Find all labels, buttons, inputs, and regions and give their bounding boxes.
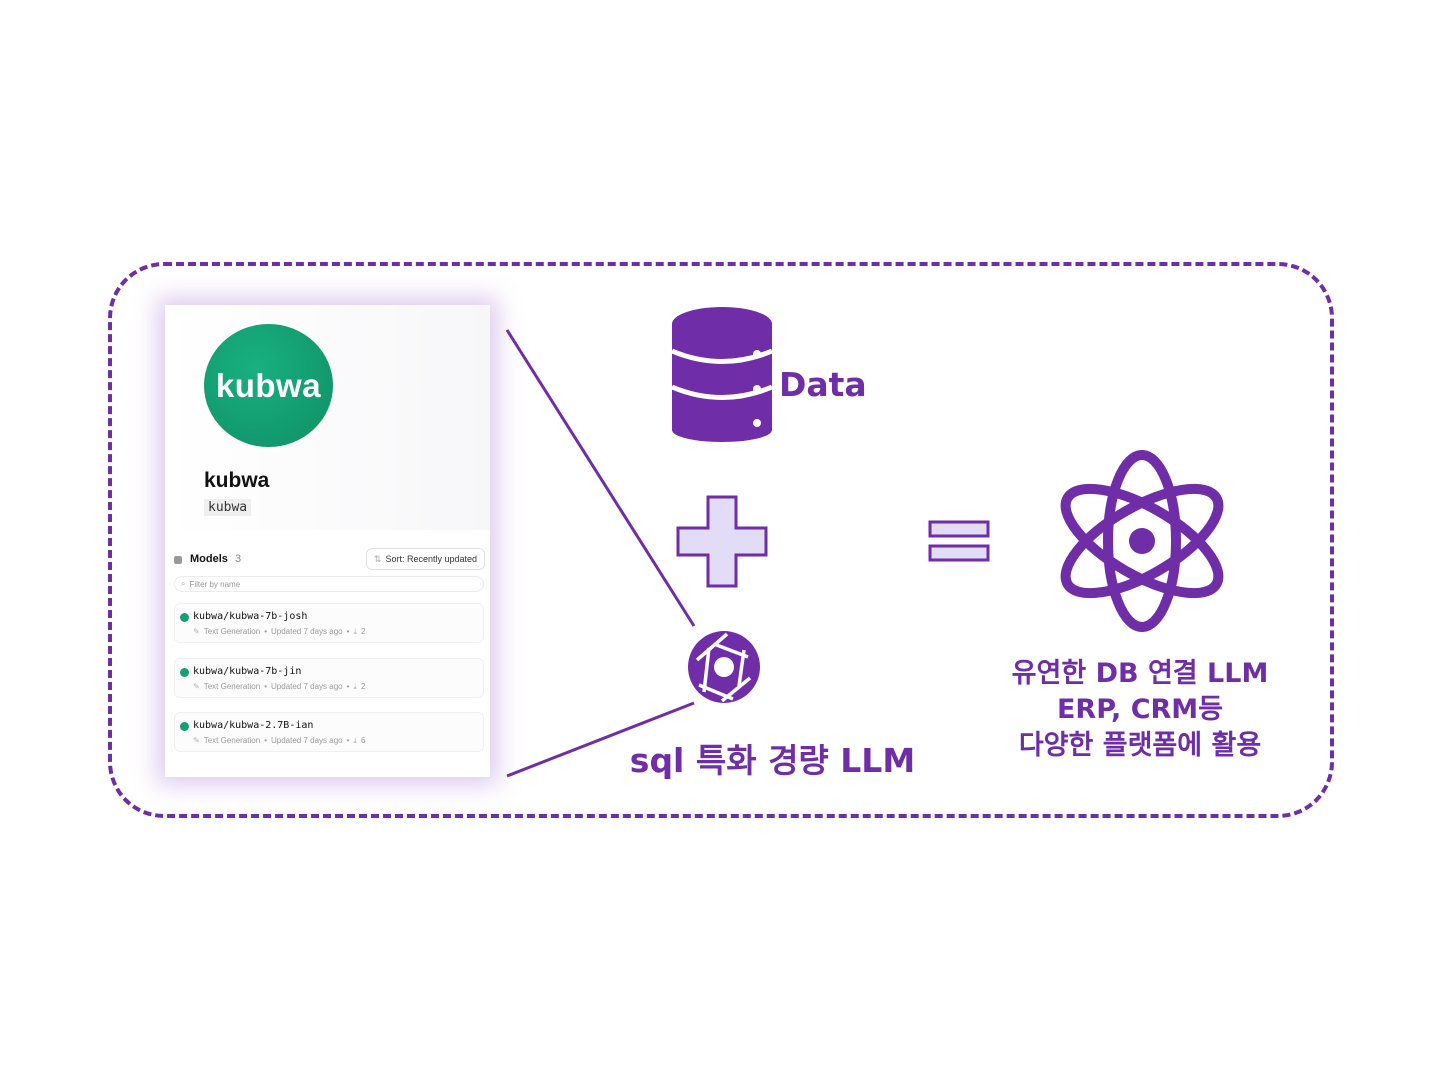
models-header: Models 3 ⇅ Sort: Recently updated [174,548,485,571]
models-title: Models [190,553,228,565]
model-task: Text Generation [203,736,261,745]
model-downloads: 2 [360,682,366,691]
kubwa-logo: kubwa [204,324,333,447]
model-task: Text Generation [203,682,261,691]
model-downloads: 6 [360,736,366,745]
model-row[interactable]: kubwa/kubwa-2.7B-ian ✎ Text Generation •… [174,712,484,752]
model-updated: Updated 7 days ago [271,736,343,745]
separator: • [264,627,267,636]
model-row[interactable]: kubwa/kubwa-7b-jin ✎ Text Generation • U… [174,658,484,698]
download-icon: ⤓ [353,627,357,636]
model-avatar [180,613,189,622]
result-line: 다양한 플랫폼에 활용 [1018,730,1262,761]
text-generation-icon: ✎ [193,682,200,691]
separator: • [346,736,350,745]
org-card: kubwa kubwa kubwa Models 3 ⇅ Sort: Recen… [165,305,490,777]
model-updated: Updated 7 days ago [271,627,343,636]
separator: • [264,682,267,691]
model-row[interactable]: kubwa/kubwa-7b-josh ✎ Text Generation • … [174,603,484,643]
download-icon: ⤓ [353,736,357,745]
org-name: kubwa [204,469,270,492]
atom-icon [1060,450,1224,632]
filter-placeholder: Filter by name [189,579,241,589]
text-generation-icon: ✎ [193,627,200,636]
connector-line-bottom [506,701,695,778]
model-name[interactable]: kubwa/kubwa-7b-jin [193,666,302,677]
text-generation-icon: ✎ [193,736,200,745]
separator: • [264,736,267,745]
sql-llm-label: sql 특화 경량 LLM [629,741,916,780]
sort-icon: ⇅ [373,553,382,564]
data-label: Data [779,365,867,404]
org-handle[interactable]: kubwa [204,499,252,516]
sort-label: Sort: Recently updated [385,554,477,564]
search-icon: ⌕ [181,579,186,588]
model-name[interactable]: kubwa/kubwa-7b-josh [193,611,308,622]
separator: • [346,627,350,636]
result-label: 유연한 DB 연결 LLM ERP, CRM등 다양한 플랫폼에 활용 [985,656,1295,764]
model-avatar [180,722,189,731]
connector-line-top [505,329,696,627]
model-task: Text Generation [203,627,261,636]
filter-input[interactable]: ⌕ Filter by name [174,576,484,592]
database-icon [671,307,773,442]
models-count: 3 [235,553,242,565]
cube-icon [174,556,182,564]
equals-icon [928,520,990,562]
model-avatar [180,668,189,677]
logo-text: kubwa [215,366,322,404]
separator: • [346,682,350,691]
dashed-frame [108,262,1334,818]
plus-icon [676,495,768,588]
result-line: 유연한 DB 연결 LLM [1011,658,1269,689]
sort-button[interactable]: ⇅ Sort: Recently updated [365,548,485,570]
download-icon: ⤓ [353,682,357,691]
model-name[interactable]: kubwa/kubwa-2.7B-ian [193,720,314,731]
model-updated: Updated 7 days ago [271,682,343,691]
model-downloads: 2 [360,627,366,636]
result-line: ERP, CRM등 [1056,694,1224,725]
aperture-icon [688,631,760,703]
